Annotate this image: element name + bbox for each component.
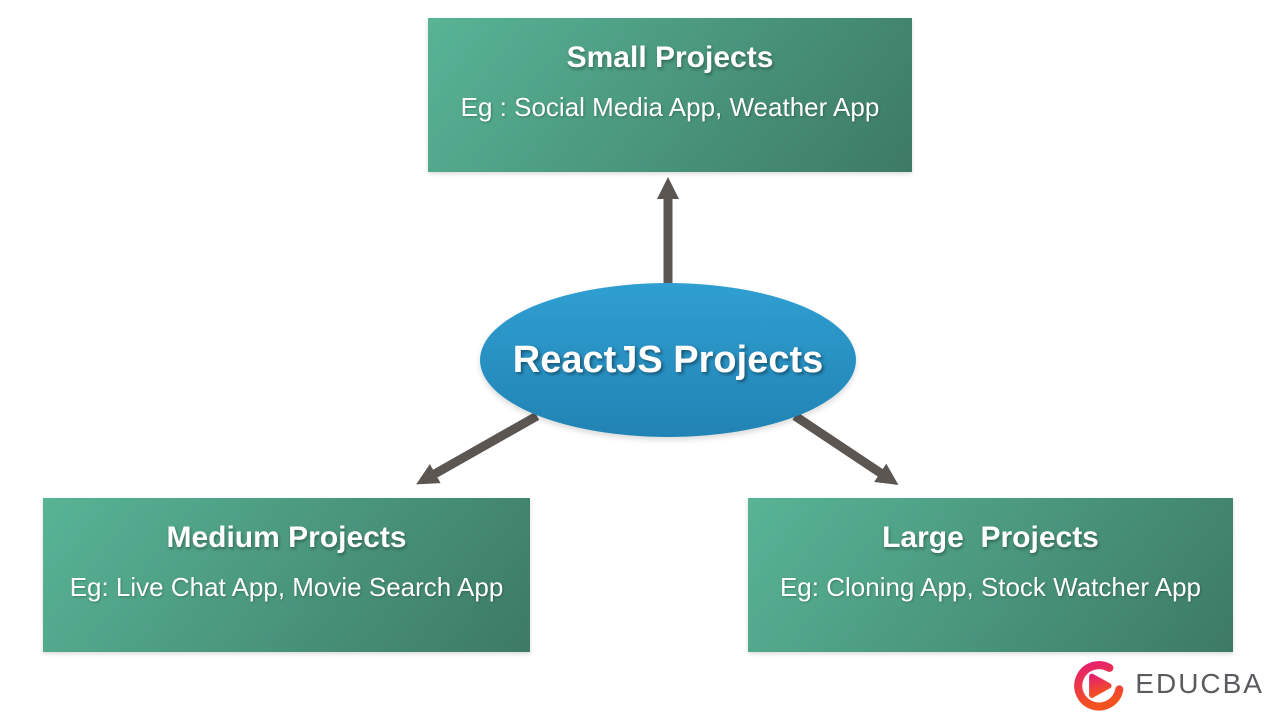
arrow-to-medium-projects: [416, 412, 540, 485]
node-large-projects: Large Projects Eg: Cloning App, Stock Wa…: [748, 498, 1233, 652]
large-projects-title: Large Projects: [882, 521, 1099, 554]
center-node-title: ReactJS Projects: [512, 338, 824, 381]
small-projects-examples: Eg : Social Media App, Weather App: [460, 92, 880, 122]
educba-logo: EDUCBA: [1072, 656, 1264, 712]
medium-projects-title: Medium Projects: [166, 521, 407, 554]
educba-logo-icon: [1074, 661, 1124, 711]
center-node-reactjs-projects: ReactJS Projects: [480, 283, 856, 437]
arrow-to-large-projects: [792, 412, 899, 485]
small-projects-title: Small Projects: [566, 41, 774, 74]
large-projects-examples: Eg: Cloning App, Stock Watcher App: [779, 572, 1202, 602]
node-medium-projects: Medium Projects Eg: Live Chat App, Movie…: [43, 498, 530, 652]
node-small-projects: Small Projects Eg : Social Media App, We…: [428, 18, 912, 172]
educba-logo-text: EDUCBA: [1135, 668, 1264, 699]
medium-projects-examples: Eg: Live Chat App, Movie Search App: [69, 572, 504, 602]
